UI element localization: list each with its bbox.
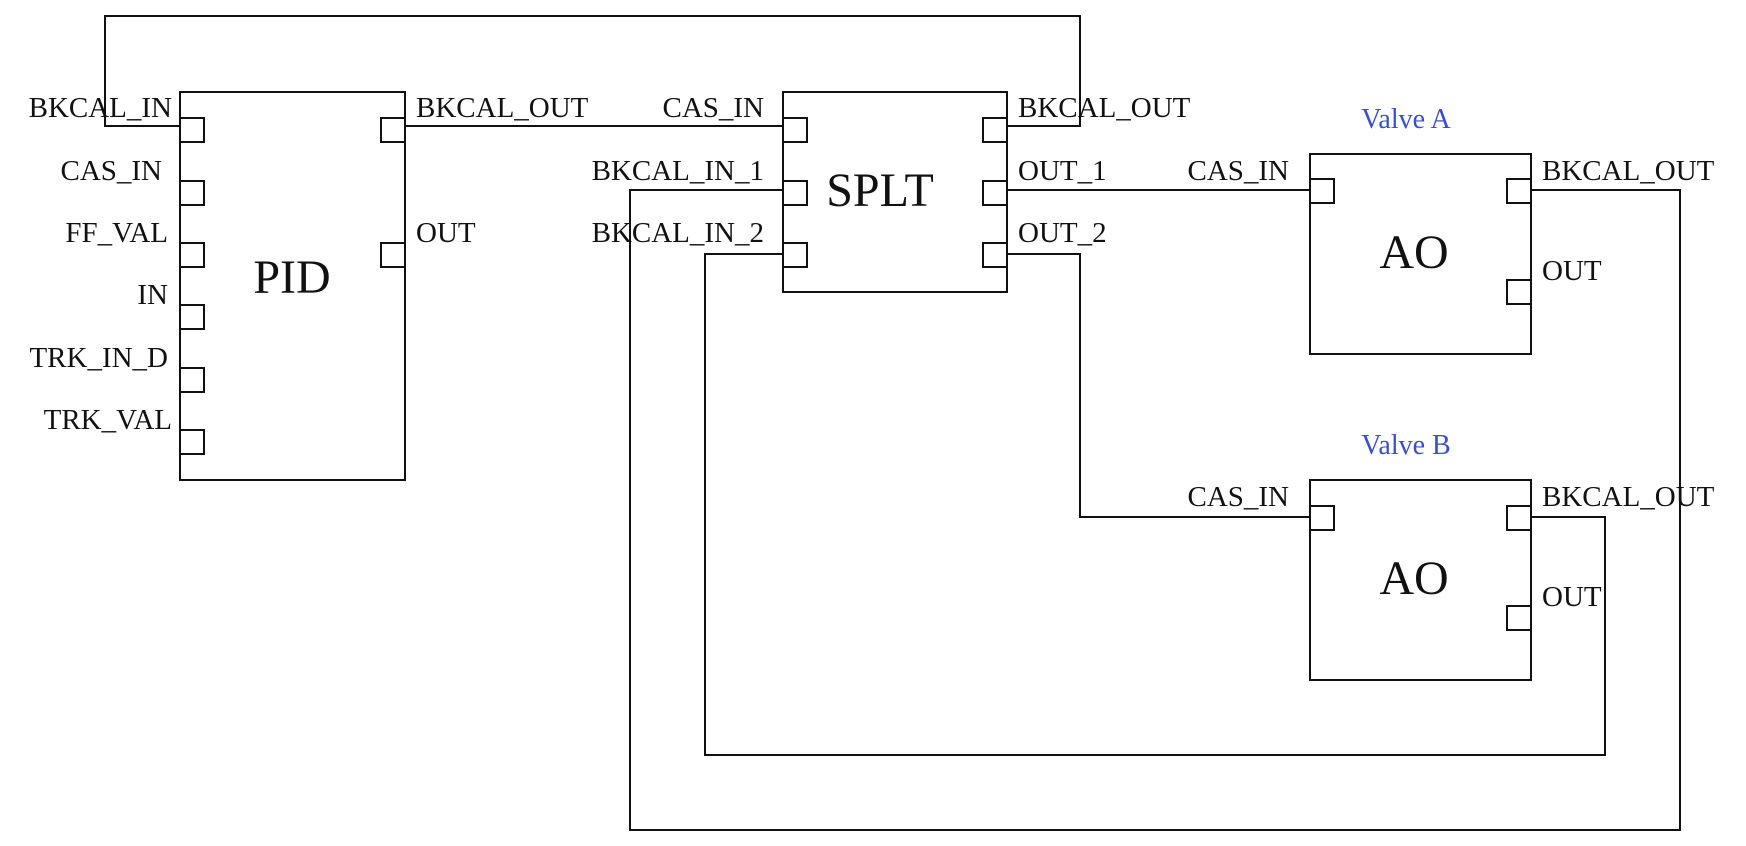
pid-block-title: PID: [253, 251, 330, 304]
valve-b-port-out[interactable]: [1506, 605, 1532, 631]
pid-port-out[interactable]: [380, 242, 406, 268]
splt-port-cas-in[interactable]: [782, 117, 808, 143]
valve-b-port-bkcal-out[interactable]: [1506, 505, 1532, 531]
valve-a-ao-block[interactable]: Valve A AO CAS_IN BKCAL_OUT OUT: [1187, 104, 1715, 355]
splt-label-bkcal-in-1: BKCAL_IN_1: [592, 155, 764, 187]
pid-label-trk-in-d: TRK_IN_D: [29, 342, 168, 374]
valve-a-label-cas-in: CAS_IN: [1187, 155, 1289, 187]
pid-block-body: [179, 91, 406, 481]
pid-label-bkcal-out: BKCAL_OUT: [416, 92, 589, 124]
splt-port-out-1[interactable]: [982, 180, 1008, 206]
splt-block[interactable]: SPLT CAS_IN BKCAL_IN_1 BKCAL_IN_2 BKCAL_…: [592, 91, 1191, 293]
valve-a-block-body: [1309, 153, 1532, 355]
valve-a-port-cas-in[interactable]: [1309, 178, 1335, 204]
wires: [104, 15, 1681, 831]
splt-label-out-1: OUT_1: [1018, 155, 1107, 187]
valve-b-caption: Valve B: [1361, 430, 1450, 461]
pid-port-trk-in-d[interactable]: [179, 367, 205, 393]
pid-label-ff-val: FF_VAL: [65, 217, 168, 249]
pid-port-bkcal-out[interactable]: [380, 117, 406, 143]
valve-a-port-bkcal-out[interactable]: [1506, 178, 1532, 204]
wire-splt-bkcal-out-to-pid-bkcal-in: [104, 15, 1081, 127]
pid-port-in[interactable]: [179, 304, 205, 330]
valve-b-ao-block[interactable]: Valve B AO CAS_IN BKCAL_OUT OUT: [1187, 430, 1715, 681]
splt-port-bkcal-in-1[interactable]: [782, 180, 808, 206]
wire-splt-out-2-to-valve-b-cas-in: [1007, 253, 1310, 518]
wire-valve-b-bkcal-out-to-splt-bkcal-in-2: [704, 253, 1606, 756]
splt-label-bkcal-in-2: BKCAL_IN_2: [592, 217, 764, 249]
splt-label-cas-in: CAS_IN: [662, 92, 764, 124]
pid-port-trk-val[interactable]: [179, 429, 205, 455]
valve-b-label-cas-in: CAS_IN: [1187, 481, 1289, 513]
valve-a-port-out[interactable]: [1506, 279, 1532, 305]
pid-label-trk-val: TRK_VAL: [44, 404, 172, 436]
splt-label-bkcal-out: BKCAL_OUT: [1018, 92, 1191, 124]
splt-port-bkcal-out[interactable]: [982, 117, 1008, 143]
valve-b-label-out: OUT: [1542, 581, 1602, 613]
splt-port-bkcal-in-2[interactable]: [782, 242, 808, 268]
valve-a-label-out: OUT: [1542, 255, 1602, 287]
valve-a-block-title: AO: [1379, 226, 1448, 279]
pid-label-bkcal-in: BKCAL_IN: [29, 92, 172, 124]
pid-port-cas-in[interactable]: [179, 180, 205, 206]
valve-b-block-title: AO: [1379, 552, 1448, 605]
splt-block-title: SPLT: [826, 164, 934, 217]
valve-b-block-body: [1309, 479, 1532, 681]
valve-b-port-cas-in[interactable]: [1309, 505, 1335, 531]
pid-label-in: IN: [137, 279, 168, 311]
splt-label-out-2: OUT_2: [1018, 217, 1107, 249]
valve-b-label-bkcal-out: BKCAL_OUT: [1542, 481, 1715, 513]
valve-a-label-bkcal-out: BKCAL_OUT: [1542, 155, 1715, 187]
pid-label-cas-in: CAS_IN: [60, 155, 162, 187]
pid-label-out: OUT: [416, 217, 476, 249]
pid-port-bkcal-in[interactable]: [179, 117, 205, 143]
valve-a-caption: Valve A: [1361, 104, 1451, 135]
pid-port-ff-val[interactable]: [179, 242, 205, 268]
wire-valve-a-bkcal-out-to-splt-bkcal-in-1: [629, 189, 1681, 831]
pid-block[interactable]: PID BKCAL_IN CAS_IN FF_VAL IN TRK_IN_D T…: [29, 91, 589, 481]
splt-port-out-2[interactable]: [982, 242, 1008, 268]
